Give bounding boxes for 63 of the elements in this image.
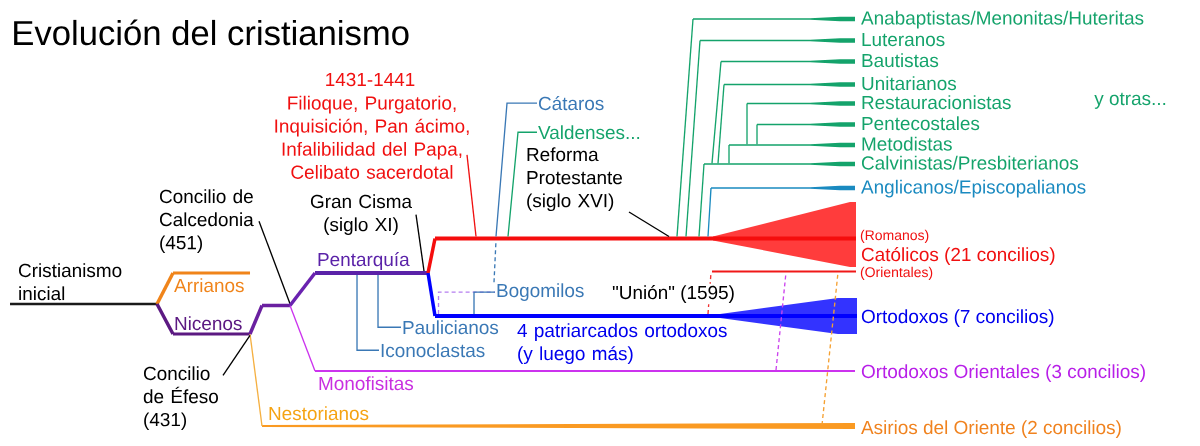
title: Evolución del cristianismo (14, 19, 409, 46)
branch-label: Metodistas (862, 136, 952, 151)
branch-label: 4 patriarcados ortodoxos (y luego más) (517, 323, 727, 364)
branch-line (473, 291, 496, 315)
branch-label: Paulicianos (403, 320, 499, 335)
branch-line (507, 131, 538, 238)
leader-line (222, 334, 251, 376)
branch-line (155, 303, 175, 335)
branch-line (356, 274, 380, 351)
branch-label: Ortodoxos Orientales (3 concilios) (861, 364, 1145, 382)
branch-label: Anabaptistas/Menonitas/Huteritas (861, 10, 1144, 29)
branch-label: Anglicanos/Episcopalianos (861, 179, 1086, 198)
branch-label: Cristianismo inicial (19, 263, 122, 301)
branch-label: Calvinistas/Presbiterianos (861, 155, 1079, 170)
branch-label: Restauracionistas (862, 95, 1011, 110)
branch-label: Monofisitas (319, 376, 414, 391)
branch-line (289, 304, 316, 372)
branch-line (248, 304, 264, 335)
branch-line (426, 238, 437, 274)
annotation-text: Gran Cisma (siglo XI) (310, 194, 412, 235)
branch-label: Arrianos (174, 278, 244, 293)
branch-line (249, 333, 263, 427)
branch-label: (Romanos) (860, 229, 929, 243)
branch-label: Pentarquía (318, 252, 410, 270)
branch-line (711, 60, 722, 164)
annotation-text: Concilio de Éfeso (431) (143, 366, 218, 431)
branch-line (155, 272, 175, 305)
branch-line (426, 272, 437, 317)
branch-label: (Orientales) (860, 266, 933, 280)
branch-label: Iconoclastas (381, 343, 485, 358)
branch-label: Bogomilos (497, 283, 584, 301)
branch-label: Asirios del Oriente (2 concilios) (861, 420, 1121, 438)
branch-label: Cátaros (538, 96, 604, 111)
branch-line (728, 144, 730, 164)
branch-label: Unitarianos (862, 76, 957, 91)
branch-line (746, 102, 748, 145)
annotation-text: 1431-1441 (326, 72, 415, 87)
branch-line (377, 274, 402, 328)
branch-label: Nicenos (175, 316, 242, 331)
leader-line (415, 213, 425, 272)
annotation-text: Concilio de Calcedonia (451) (160, 189, 254, 254)
leader-line (628, 211, 670, 238)
branch-label: Católicos (21 concilios) (861, 247, 1055, 265)
leader-line (258, 220, 291, 305)
leader-line (466, 154, 477, 238)
branch-line (717, 83, 725, 164)
edge-label: "Unión" (1595) (610, 283, 737, 305)
branch-line (288, 271, 317, 307)
branch-label: Valdenses... (538, 125, 640, 140)
branch-line (707, 187, 712, 238)
annotation-text: Filioque, Purgatorio, Inquisición, Pan ácimo, Infalibilidad del Papa, Celibato sacerdotal (275, 95, 469, 179)
branch-line (685, 39, 701, 238)
branch-label: Nestorianos (269, 406, 369, 421)
branch-line (756, 123, 758, 145)
branch-line (495, 102, 538, 238)
annotation-text: Reforma Protestante (siglo XVI) (527, 147, 622, 212)
branch-line (676, 18, 694, 238)
branch-label: Pentecostales (862, 116, 980, 131)
branch-line (698, 163, 705, 238)
branch-label: Bautistas (862, 53, 939, 68)
note-text: y otras... (1094, 92, 1166, 109)
branch-label: Ortodoxos (7 concilios) (861, 309, 1054, 327)
branch-label: Luteranos (862, 32, 945, 47)
